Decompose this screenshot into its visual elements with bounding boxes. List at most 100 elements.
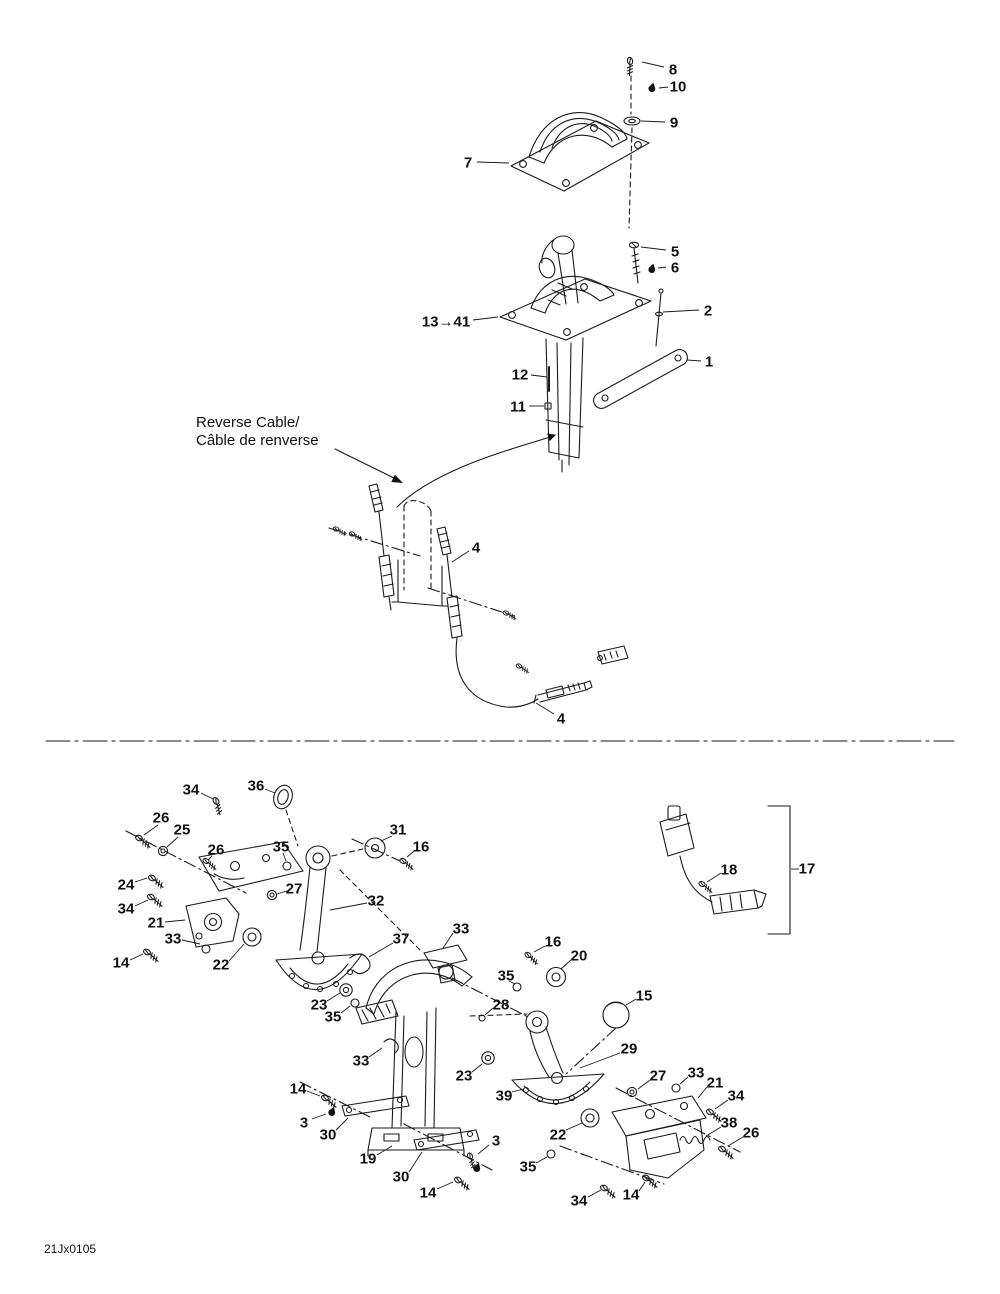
grommet-part-22 — [242, 927, 262, 947]
part-callout-21: 21 — [707, 1075, 724, 1092]
mount-plate — [198, 841, 304, 892]
callout-leader-line — [640, 246, 667, 251]
reverse-cable-label-line2: Câble de renverse — [196, 432, 319, 449]
callout-leader-line — [329, 902, 368, 911]
part-callout-27: 27 — [650, 1068, 667, 1085]
part-callout-31: 31 — [390, 822, 407, 839]
callout-leader-line — [697, 1086, 708, 1099]
callout-leader-line — [625, 998, 637, 1006]
part-callout-5: 5 — [671, 244, 679, 261]
callout-leader-line — [587, 1189, 602, 1198]
callout-leader-line — [565, 1122, 583, 1131]
cable-end-right — [436, 526, 452, 556]
strap-part-30 — [341, 1095, 410, 1117]
callout-leader-line — [164, 919, 186, 923]
screw-part-14c — [451, 1175, 473, 1192]
pin-part-28 — [478, 1014, 486, 1022]
part-callout-33: 33 — [165, 931, 182, 948]
roller-part-23b — [481, 1051, 495, 1065]
part-callout-16: 16 — [413, 839, 430, 856]
cable-part-4 — [455, 637, 539, 708]
callout-leader-line — [511, 1088, 525, 1093]
callout-leader-line — [679, 1076, 689, 1085]
screw-part-18 — [696, 879, 715, 895]
part-callout-19: 19 — [360, 1151, 377, 1168]
part-callout-11: 11 — [510, 399, 526, 416]
screw-part-34d — [597, 1183, 619, 1200]
part-callout-32: 32 — [368, 893, 385, 910]
callout-leader-line — [641, 61, 665, 68]
callout-leader-line — [686, 359, 702, 362]
callout-leader-line — [134, 877, 148, 883]
roller-part-23 — [339, 983, 353, 997]
callout-leader-line — [181, 939, 201, 945]
screw-part-8 — [623, 56, 637, 77]
part-callout-33: 33 — [688, 1065, 705, 1082]
grommet-part-20 — [545, 966, 567, 988]
callout-leader-line — [228, 943, 245, 962]
bushing-part-33 — [201, 944, 211, 954]
screw-part-24 — [145, 873, 167, 890]
callout-leader-line — [579, 1052, 621, 1069]
callout-leader-line — [311, 1113, 327, 1120]
bracket-strap-part-1 — [593, 349, 688, 409]
shift-lever-part-32 — [275, 845, 364, 993]
part-callout-20: 20 — [571, 948, 588, 965]
part-callout-22: 22 — [550, 1127, 567, 1144]
part-callout-1: 1 — [705, 354, 713, 371]
part-callout-34: 34 — [728, 1088, 745, 1105]
stop-bracket-part-33 — [423, 944, 468, 969]
rubber-pad — [355, 999, 399, 1025]
pivot-hardware-left — [339, 837, 468, 984]
callout-leader-line — [638, 1181, 646, 1192]
part-callout-14: 14 — [623, 1187, 640, 1204]
part-callout-4: 4 — [557, 711, 566, 728]
part-callout-10: 10 — [670, 79, 687, 96]
part-callout-39: 39 — [496, 1088, 513, 1105]
callout-leader-line — [657, 266, 667, 269]
washer-part-25 — [157, 845, 169, 857]
callout-leader-line — [705, 1126, 722, 1137]
callout-leader-line — [406, 850, 415, 858]
part-callout-34: 34 — [183, 782, 200, 799]
cable-end-left — [368, 483, 384, 513]
callout-leader-line — [134, 899, 149, 907]
part-callout-21: 21 — [148, 915, 165, 932]
grommet-part-22b — [580, 1108, 600, 1128]
shift-lever-knob — [551, 235, 575, 255]
rollers-and-pads — [339, 950, 630, 1075]
part-callout-28: 28 — [493, 997, 510, 1014]
screw-part-16 — [397, 856, 416, 872]
part-callout-33: 33 — [453, 921, 470, 938]
drawing-code: 21Jx0105 — [44, 1242, 96, 1256]
callout-leader-line — [530, 374, 548, 378]
callout-leader-line — [637, 1079, 651, 1090]
part-callout-15: 15 — [636, 988, 653, 1005]
pivot-bracket-part-21b — [611, 1095, 707, 1137]
dart-nut-part-10 — [647, 81, 658, 94]
washer-part-35b — [350, 998, 360, 1008]
part-callout-3: 3 — [492, 1133, 500, 1150]
callout-leader-line — [380, 835, 393, 842]
callout-leader-line — [658, 86, 669, 89]
pivot-bracket-part-21 — [185, 897, 240, 948]
callout-leader-line — [306, 1090, 321, 1097]
part-callout-14: 14 — [420, 1185, 437, 1202]
part-callout-6: 6 — [671, 260, 679, 277]
screw-part-26c — [715, 1144, 737, 1161]
rod-part-2 — [655, 292, 662, 347]
callout-leader-line — [476, 161, 510, 164]
disc-part-31 — [364, 837, 386, 859]
callout-leader-line — [326, 992, 341, 1002]
callout-leader-line — [508, 980, 516, 985]
part-callout-27: 27 — [286, 881, 303, 898]
part-callout-4: 4 — [472, 540, 481, 557]
callout-leader-line — [484, 1007, 494, 1016]
part-callout-26: 26 — [153, 810, 170, 827]
part-callout-13→41: 13→41 — [422, 314, 470, 331]
part-callout-34: 34 — [118, 901, 135, 918]
part-callout-29: 29 — [621, 1041, 638, 1058]
callout-leader-line — [727, 1136, 744, 1147]
callout-leader-line — [129, 953, 144, 961]
